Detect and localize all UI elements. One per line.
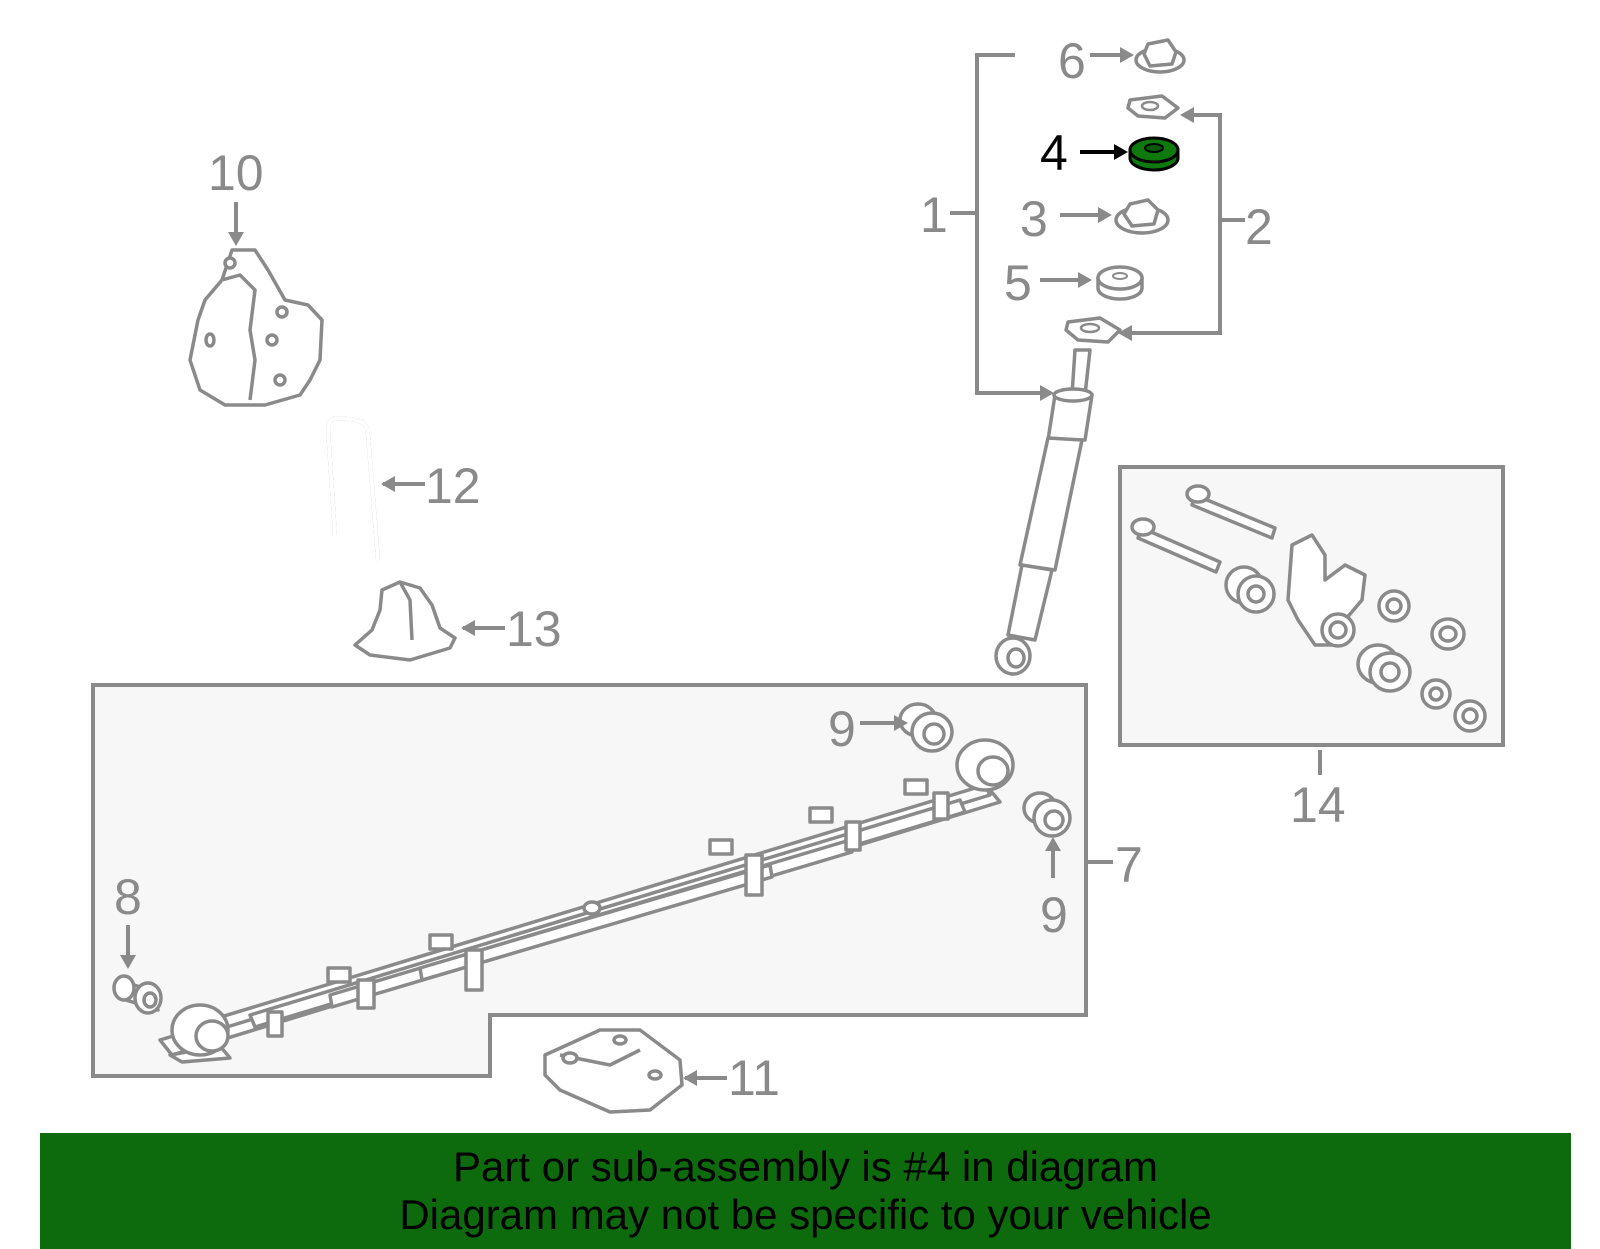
callout-7: 7: [1115, 837, 1143, 893]
spring-seat-11[interactable]: [543, 1028, 684, 1114]
cushion-4-highlighted[interactable]: [1128, 136, 1180, 172]
callout-3: 3: [1020, 191, 1048, 247]
callout-11: 11: [728, 1050, 780, 1106]
bushing-9-upper[interactable]: [898, 702, 954, 753]
u-bolt-12[interactable]: [325, 415, 380, 561]
callout-2: 2: [1245, 199, 1273, 255]
cushion-5[interactable]: [1096, 265, 1144, 301]
shock-absorber[interactable]: [994, 348, 1094, 676]
callout-5: 5: [1004, 255, 1032, 311]
nut-3[interactable]: [1114, 198, 1170, 235]
callout-9-upper: 9: [828, 701, 856, 757]
callout-8: 8: [114, 869, 142, 925]
callout-4: 4: [1040, 125, 1068, 181]
callout-1: 1: [920, 187, 948, 243]
callout-9-lower: 9: [1040, 887, 1068, 943]
callout-6: 6: [1058, 33, 1086, 89]
nut-6[interactable]: [1134, 38, 1186, 74]
callout-10: 10: [208, 145, 264, 201]
bushing-8[interactable]: [112, 974, 163, 1015]
kit-14-parts[interactable]: [1130, 484, 1487, 733]
callout-12: 12: [425, 458, 481, 514]
spring-hanger-10[interactable]: [188, 248, 324, 407]
spring-pad-13[interactable]: [353, 580, 457, 662]
washer-2-upper[interactable]: [1126, 94, 1180, 120]
callout-13: 13: [506, 601, 562, 657]
callout-14: 14: [1290, 777, 1346, 833]
banner-line-2: Diagram may not be specific to your vehi…: [399, 1191, 1212, 1238]
leaf-spring[interactable]: [158, 738, 1015, 1064]
washer-2-lower[interactable]: [1064, 316, 1122, 344]
info-banner: Part or sub-assembly is #4 in diagram Di…: [40, 1133, 1571, 1249]
banner-line-1: Part or sub-assembly is #4 in diagram: [453, 1143, 1158, 1190]
bushing-9-lower[interactable]: [1022, 791, 1072, 838]
